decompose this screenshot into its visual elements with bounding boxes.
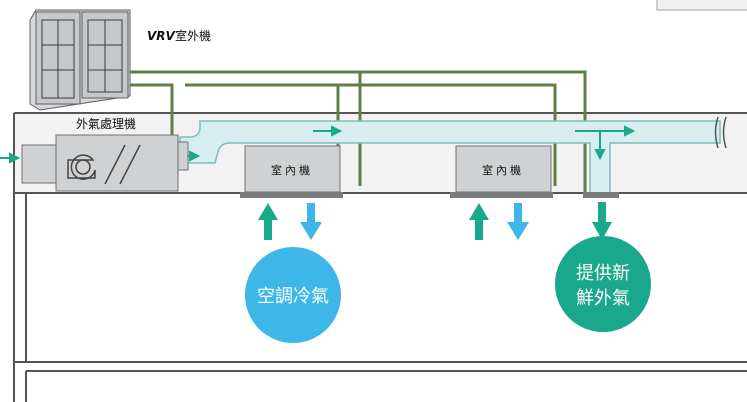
duct-outlet-diffuser bbox=[583, 192, 619, 198]
return-air-arrow-1 bbox=[258, 203, 278, 240]
indoor-unit-1-label: 室內機 bbox=[271, 163, 313, 177]
cool-air-arrow-1 bbox=[300, 203, 322, 240]
indoor-unit-2-label: 室內機 bbox=[482, 163, 524, 177]
supply-duct bbox=[179, 120, 721, 198]
cooling-circle bbox=[245, 247, 341, 343]
coil-icon bbox=[119, 144, 141, 185]
fresh-air-circle bbox=[555, 236, 651, 332]
fresh-air-arrow bbox=[592, 202, 612, 240]
outdoor-unit-brand: VRV bbox=[147, 29, 177, 43]
filter-icon bbox=[104, 144, 126, 185]
outdoor-unit bbox=[29, 9, 131, 111]
fan-icon bbox=[67, 154, 96, 180]
cooling-circle-label: 空調冷氣 bbox=[257, 286, 329, 307]
air-handling-unit bbox=[21, 134, 189, 192]
duct-break-symbol bbox=[714, 116, 727, 149]
fresh-air-circle-label-line1: 提供新 bbox=[576, 263, 630, 284]
indoor-unit-2 bbox=[450, 145, 553, 198]
cool-air-arrow-2 bbox=[507, 203, 529, 240]
fresh-air-circle-label-line2: 鮮外氣 bbox=[576, 288, 630, 309]
intake-arrow bbox=[0, 152, 21, 164]
outdoor-unit-label: 室外機 bbox=[175, 28, 211, 43]
ahu-label: 外氣處理機 bbox=[76, 116, 136, 131]
ahu-outlet bbox=[177, 141, 189, 171]
indoor-unit-1 bbox=[240, 145, 343, 198]
return-air-arrow-2 bbox=[469, 203, 489, 240]
legend-box-partial bbox=[656, 0, 747, 11]
